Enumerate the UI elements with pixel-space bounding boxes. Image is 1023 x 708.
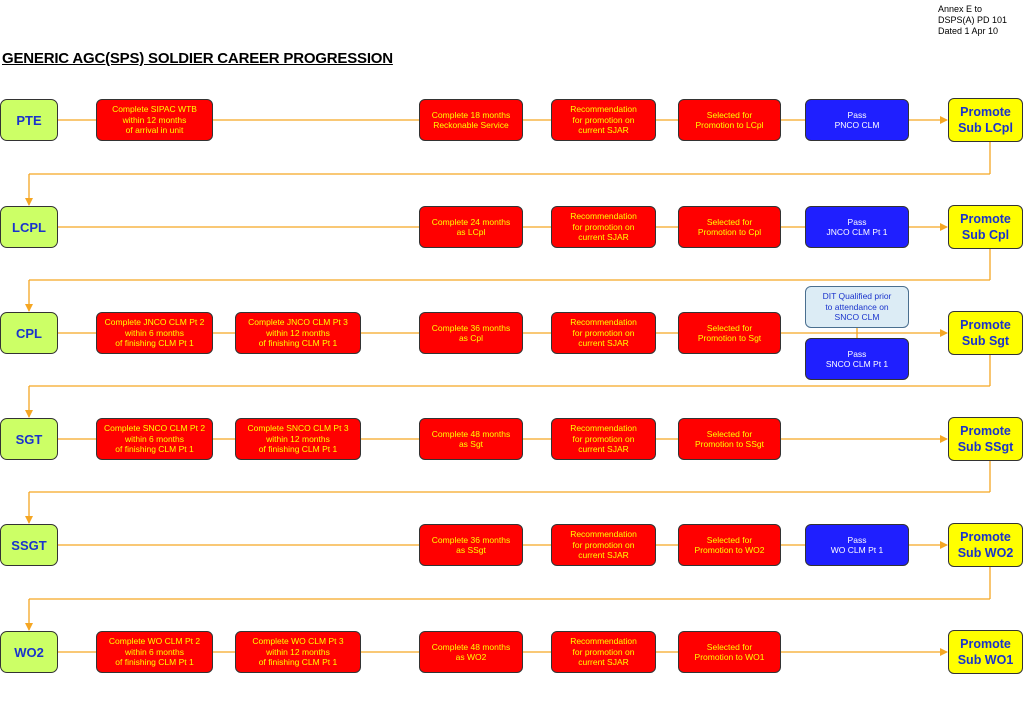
- pass-course-box-label: Pass WO CLM Pt 1: [830, 534, 884, 556]
- selection-box-label: Selected for Promotion to SSgt: [695, 428, 764, 450]
- annex-line-2: DSPS(A) PD 101: [938, 15, 1008, 25]
- rank-box-ssgt-label: SSGT: [11, 537, 47, 553]
- promote-box-label: Promote Sub WO2: [957, 530, 1014, 560]
- dit-prerequisite-note: DIT Qualified prior to attendance on SNC…: [805, 286, 909, 328]
- rank-box-sgt: SGT: [0, 418, 58, 460]
- selection-box: Selected for Promotion to LCpl: [678, 99, 781, 141]
- recommendation-box: Recommendation for promotion on current …: [551, 524, 656, 566]
- course-requirement-1: Complete JNCO CLM Pt 2 within 6 months o…: [96, 312, 213, 354]
- pass-course-box: Pass WO CLM Pt 1: [805, 524, 909, 566]
- annex-line-1: Annex E to: [938, 4, 983, 14]
- selection-box-label: Selected for Promotion to WO2: [694, 534, 765, 556]
- pass-course-box: Pass PNCO CLM: [805, 99, 909, 141]
- service-requirement: Complete 36 months as Cpl: [419, 312, 523, 354]
- course-requirement-2-label: Complete WO CLM Pt 3 within 12 months of…: [252, 636, 344, 668]
- rank-box-sgt-label: SGT: [15, 431, 43, 447]
- rank-box-lcpl: LCPL: [0, 206, 58, 248]
- recommendation-box: Recommendation for promotion on current …: [551, 418, 656, 460]
- rank-box-cpl: CPL: [0, 312, 58, 354]
- selection-box-label: Selected for Promotion to LCpl: [695, 109, 764, 131]
- pass-course-box-label: Pass PNCO CLM: [834, 109, 880, 131]
- promote-box-label: Promote Sub WO1: [957, 637, 1014, 667]
- service-requirement-label: Complete 18 months Reckonable Service: [431, 109, 511, 131]
- course-requirement-2-label: Complete JNCO CLM Pt 3 within 12 months …: [248, 317, 348, 349]
- pass-course-box-label: Pass SNCO CLM Pt 1: [825, 348, 889, 370]
- promote-box: Promote Sub SSgt: [948, 417, 1023, 461]
- course-requirement-1-label: Complete SIPAC WTB within 12 months of a…: [112, 104, 197, 136]
- selection-box-label: Selected for Promotion to Cpl: [697, 216, 762, 238]
- promote-box: Promote Sub Cpl: [948, 205, 1023, 249]
- recommendation-box: Recommendation for promotion on current …: [551, 631, 656, 673]
- service-requirement-label: Complete 36 months as SSgt: [431, 534, 511, 556]
- service-requirement: Complete 48 months as Sgt: [419, 418, 523, 460]
- selection-box-label: Selected for Promotion to WO1: [694, 641, 765, 663]
- annex-line-3: Dated 1 Apr 10: [938, 26, 999, 36]
- course-requirement-2: Complete SNCO CLM Pt 3 within 12 months …: [235, 418, 361, 460]
- selection-box: Selected for Promotion to Sgt: [678, 312, 781, 354]
- course-requirement-1: Complete SNCO CLM Pt 2 within 6 months o…: [96, 418, 213, 460]
- annex-reference: Annex E to DSPS(A) PD 101 Dated 1 Apr 10: [938, 4, 1007, 37]
- service-requirement: Complete 18 months Reckonable Service: [419, 99, 523, 141]
- promote-box-label: Promote Sub SSgt: [957, 424, 1014, 454]
- pass-course-box-label: Pass JNCO CLM Pt 1: [826, 216, 888, 238]
- course-requirement-2-label: Complete SNCO CLM Pt 3 within 12 months …: [247, 423, 349, 455]
- pass-course-box: Pass JNCO CLM Pt 1: [805, 206, 909, 248]
- recommendation-box: Recommendation for promotion on current …: [551, 206, 656, 248]
- course-requirement-1-label: Complete WO CLM Pt 2 within 6 months of …: [108, 636, 201, 668]
- recommendation-box-label: Recommendation for promotion on current …: [570, 636, 637, 668]
- recommendation-box-label: Recommendation for promotion on current …: [570, 423, 637, 455]
- rank-box-wo2-label: WO2: [14, 644, 44, 660]
- service-requirement: Complete 36 months as SSgt: [419, 524, 523, 566]
- rank-box-wo2: WO2: [0, 631, 58, 673]
- course-requirement-1-label: Complete SNCO CLM Pt 2 within 6 months o…: [103, 423, 206, 455]
- course-requirement-1: Complete WO CLM Pt 2 within 6 months of …: [96, 631, 213, 673]
- selection-box: Selected for Promotion to WO1: [678, 631, 781, 673]
- course-requirement-1-label: Complete JNCO CLM Pt 2 within 6 months o…: [104, 317, 205, 349]
- recommendation-box-label: Recommendation for promotion on current …: [570, 211, 637, 243]
- selection-box: Selected for Promotion to SSgt: [678, 418, 781, 460]
- rank-box-cpl-label: CPL: [16, 325, 42, 341]
- course-requirement-2: Complete WO CLM Pt 3 within 12 months of…: [235, 631, 361, 673]
- promote-box-label: Promote Sub Cpl: [960, 212, 1011, 242]
- recommendation-box-label: Recommendation for promotion on current …: [570, 104, 637, 136]
- promote-box: Promote Sub LCpl: [948, 98, 1023, 142]
- selection-box: Selected for Promotion to Cpl: [678, 206, 781, 248]
- promote-box: Promote Sub WO2: [948, 523, 1023, 567]
- recommendation-box-label: Recommendation for promotion on current …: [570, 317, 637, 349]
- promote-box: Promote Sub WO1: [948, 630, 1023, 674]
- selection-box: Selected for Promotion to WO2: [678, 524, 781, 566]
- course-requirement-1: Complete SIPAC WTB within 12 months of a…: [96, 99, 213, 141]
- promote-box: Promote Sub Sgt: [948, 311, 1023, 355]
- service-requirement-label: Complete 36 months as Cpl: [431, 322, 511, 344]
- rank-box-lcpl-label: LCPL: [12, 219, 46, 235]
- promote-box-label: Promote Sub LCpl: [958, 105, 1013, 135]
- selection-box-label: Selected for Promotion to Sgt: [697, 322, 762, 344]
- recommendation-box-label: Recommendation for promotion on current …: [570, 529, 637, 561]
- promote-box-label: Promote Sub Sgt: [960, 318, 1011, 348]
- rank-box-pte-label: PTE: [16, 112, 42, 128]
- service-requirement: Complete 24 months as LCpl: [419, 206, 523, 248]
- service-requirement-label: Complete 48 months as Sgt: [431, 428, 511, 450]
- recommendation-box: Recommendation for promotion on current …: [551, 99, 656, 141]
- recommendation-box: Recommendation for promotion on current …: [551, 312, 656, 354]
- service-requirement: Complete 48 months as WO2: [419, 631, 523, 673]
- service-requirement-label: Complete 24 months as LCpl: [431, 216, 511, 238]
- service-requirement-label: Complete 48 months as WO2: [431, 641, 511, 663]
- page-title: GENERIC AGC(SPS) SOLDIER CAREER PROGRESS…: [2, 50, 393, 67]
- dit-prerequisite-note-label: DIT Qualified prior to attendance on SNC…: [822, 291, 892, 323]
- course-requirement-2: Complete JNCO CLM Pt 3 within 12 months …: [235, 312, 361, 354]
- rank-box-pte: PTE: [0, 99, 58, 141]
- rank-box-ssgt: SSGT: [0, 524, 58, 566]
- pass-course-box: Pass SNCO CLM Pt 1: [805, 338, 909, 380]
